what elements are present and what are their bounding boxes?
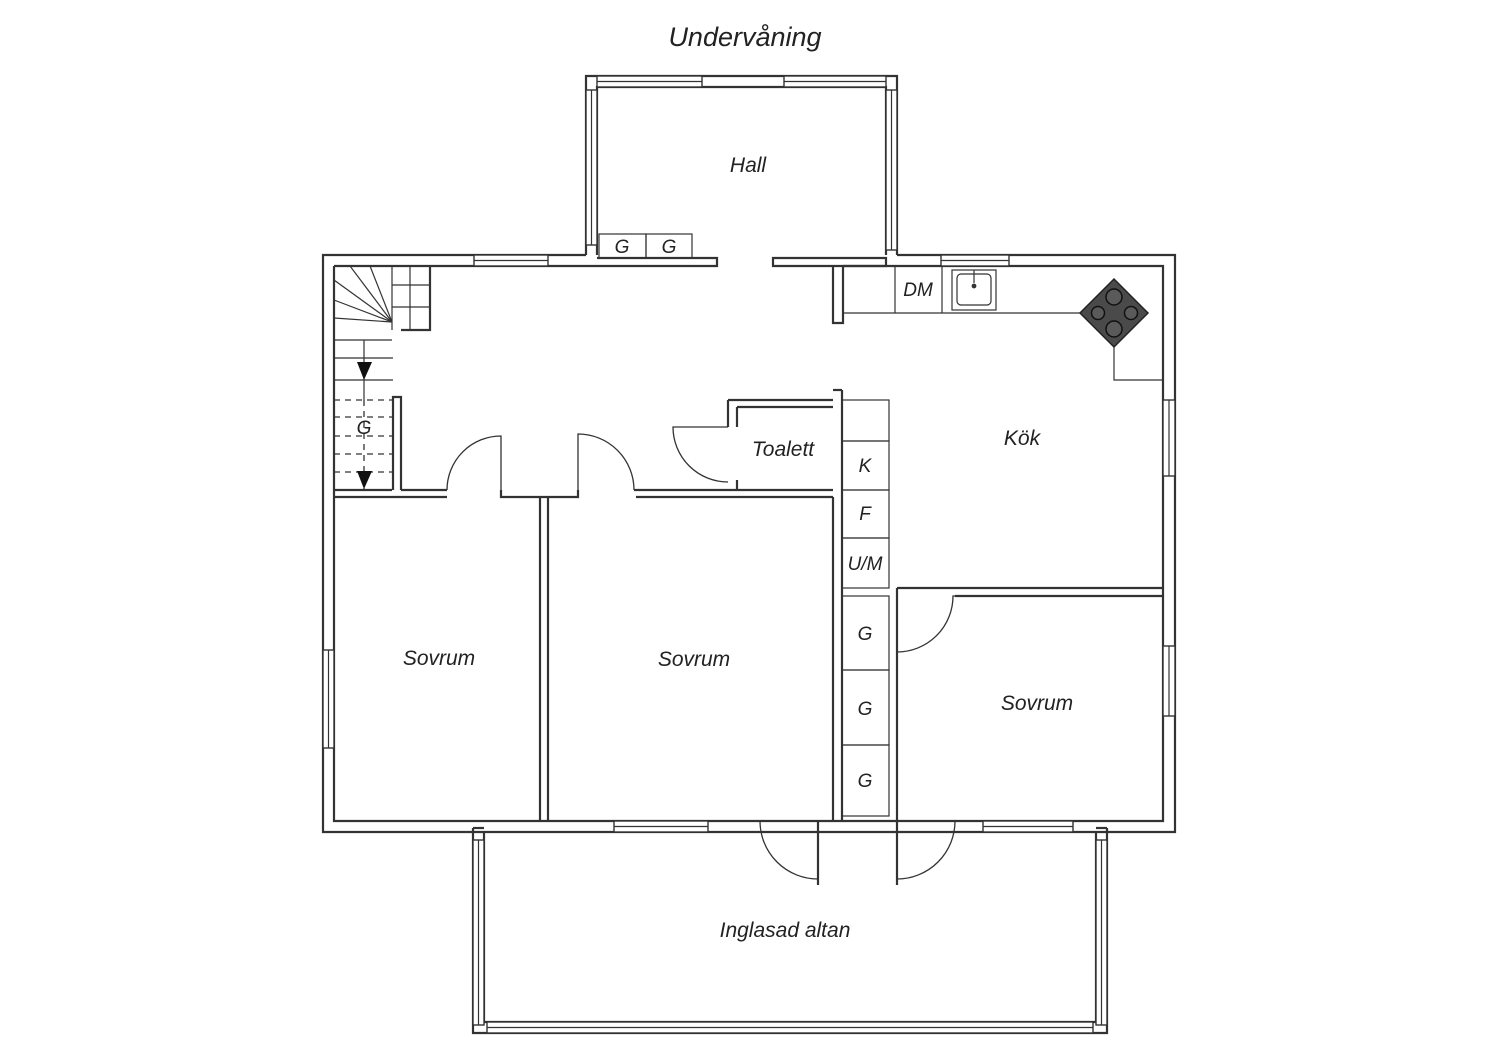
- fixtures: [598, 233, 1163, 817]
- room-label-sovrum-2: Sovrum: [658, 648, 730, 671]
- room-label-altan: Inglasad altan: [720, 919, 851, 942]
- room-label-sovrum-3: Sovrum: [1001, 692, 1073, 715]
- stair-arrow-icon: [357, 362, 372, 380]
- fixture-label-oven-micro: U/M: [848, 554, 883, 575]
- room-labels: Hall Kök Toalett Sovrum Sovrum Sovrum In…: [403, 154, 1073, 942]
- stove-icon: [1078, 277, 1150, 349]
- room-label-toalett: Toalett: [752, 438, 815, 461]
- room-label-hall: Hall: [730, 154, 768, 177]
- floor-title: Undervåning: [668, 22, 821, 52]
- room-label-kok: Kök: [1004, 427, 1042, 450]
- stair-arrow-icon: [357, 471, 372, 489]
- room-label-sovrum-1: Sovrum: [403, 647, 475, 670]
- sink-icon: [951, 269, 997, 311]
- interior-walls: [334, 266, 1163, 885]
- fixture-label-wardrobe-1: G: [858, 624, 873, 645]
- fixture-label-wardrobe-3: G: [858, 771, 873, 792]
- fixture-label-stair-closet: G: [357, 418, 372, 439]
- windows: [322, 75, 1176, 1034]
- fixture-label-dishwasher: DM: [903, 280, 933, 301]
- fixture-label-wardrobe-2: G: [858, 699, 873, 720]
- fixture-label-hall-closet-1: G: [615, 237, 630, 258]
- fixture-label-hall-closet-2: G: [662, 237, 677, 258]
- doors: [446, 426, 956, 880]
- outer-walls: [321, 74, 1177, 1035]
- fixture-label-freezer: F: [859, 504, 872, 525]
- fixture-labels: G G G DM K F U/M G G G: [357, 237, 933, 792]
- fixture-label-fridge: K: [859, 456, 873, 477]
- staircase: [333, 265, 430, 490]
